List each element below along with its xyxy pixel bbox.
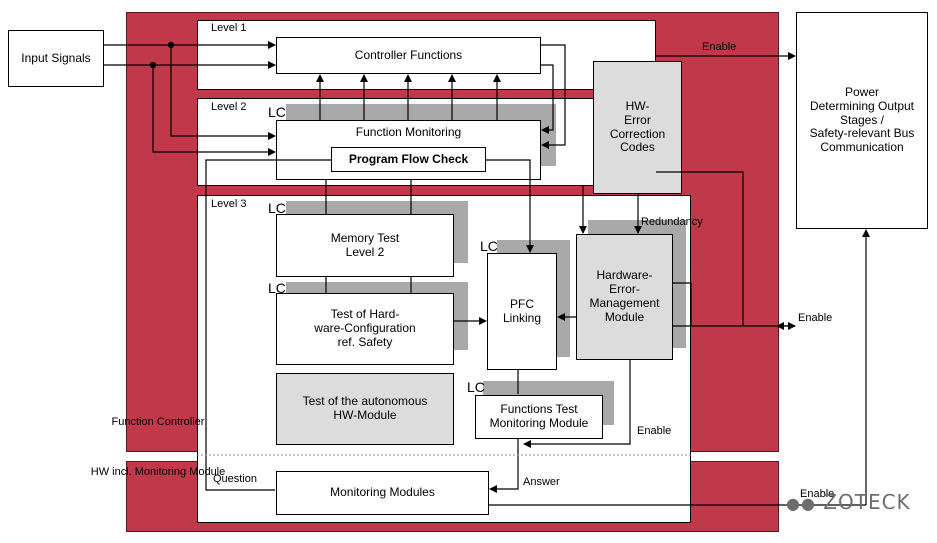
- lc-label-functions-test: LC: [467, 379, 485, 395]
- hw-error-mgmt-box: Hardware- Error- Management Module: [576, 234, 673, 360]
- memory-test-box: Memory Test Level 2: [276, 214, 454, 277]
- enable-bottom-label: Enable: [800, 488, 835, 500]
- enable-top-label: Enable: [702, 41, 737, 53]
- lc-label-memory-test: LC: [268, 200, 286, 216]
- zoteck-watermark: ●● ZOTECK: [786, 490, 911, 514]
- functions-test-box: Functions Test Monitoring Module: [475, 395, 603, 439]
- input-signals-box: Input Signals: [8, 30, 104, 87]
- hw-config-test-box: Test of Hard- ware-Configuration ref. Sa…: [276, 293, 454, 365]
- level1-label: Level 1: [211, 22, 247, 34]
- enable-inner-label: Enable: [637, 425, 672, 437]
- hw-monitoring-label: HW incl. Monitoring Module: [90, 466, 226, 478]
- watermark-text: ZOTECK: [823, 490, 911, 514]
- pfc-linking-box: PFC Linking: [487, 253, 557, 370]
- function-controller-label: Function Controller: [111, 416, 205, 428]
- hw-error-correction-box: HW- Error Correction Codes: [593, 61, 682, 194]
- level3-label: Level 3: [211, 198, 247, 210]
- monitoring-modules-box: Monitoring Modules: [276, 471, 489, 515]
- question-label: Question: [213, 473, 258, 485]
- redundancy-label: Redundancy: [641, 216, 703, 228]
- enable-right-label: Enable: [798, 312, 833, 324]
- answer-label: Answer: [523, 476, 560, 488]
- lc-label-function-monitoring: LC: [268, 104, 286, 120]
- lc-label-hw-config: LC: [268, 280, 286, 296]
- lc-label-pfc: LC: [480, 238, 498, 254]
- autonomous-test-box: Test of the autonomous HW-Module: [276, 373, 454, 445]
- power-output-box: Power Determining Output Stages / Safety…: [796, 12, 928, 229]
- wechat-icon: ●●: [786, 494, 816, 513]
- program-flow-check-box: Program Flow Check: [331, 147, 486, 172]
- controller-functions-box: Controller Functions: [276, 37, 541, 74]
- level2-label: Level 2: [211, 101, 247, 113]
- function-monitoring-label: Function Monitoring: [355, 125, 462, 140]
